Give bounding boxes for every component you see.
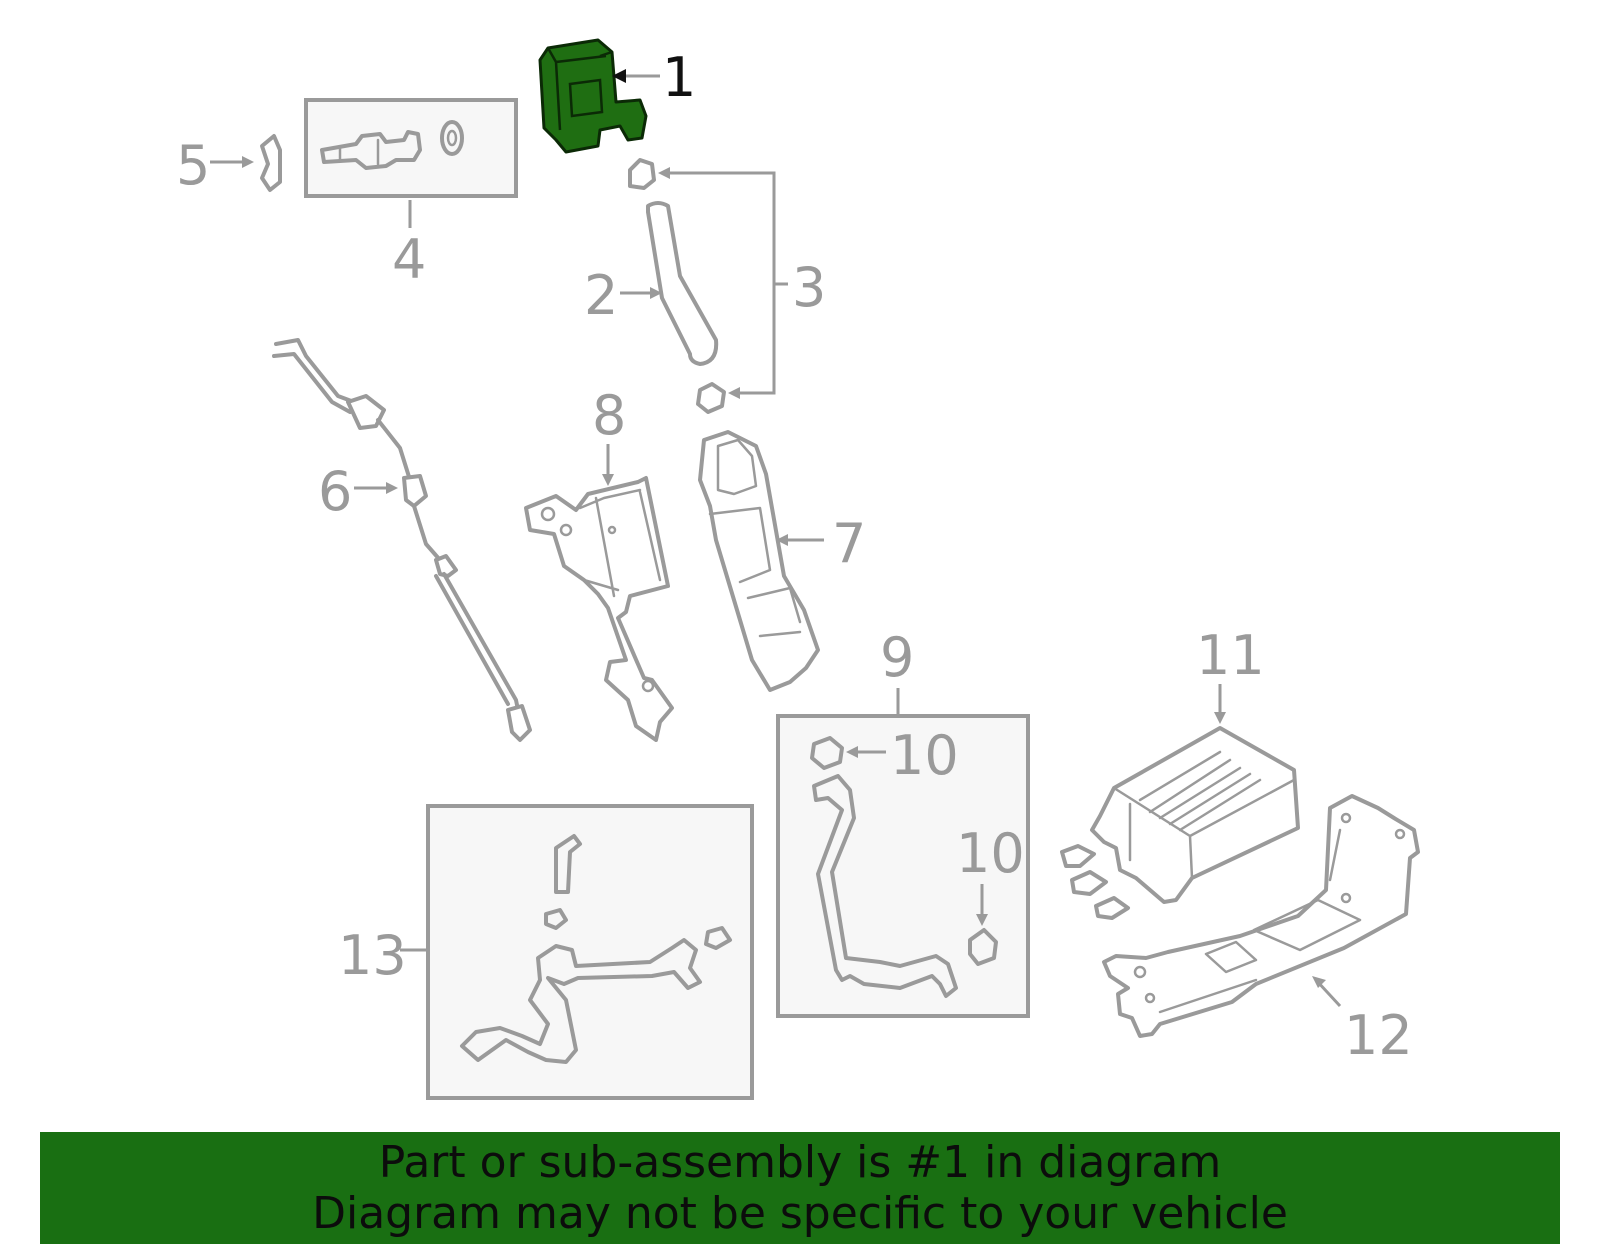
arrowhead-3b <box>728 387 740 399</box>
part-6-sensor[interactable] <box>272 338 532 742</box>
parts-diagram: 1 4 5 3 2 <box>176 38 1420 1100</box>
part-3-clamp-lower[interactable] <box>696 382 726 414</box>
arrowhead-5 <box>242 156 254 168</box>
callout-5: 5 <box>176 134 210 197</box>
callout-13: 13 <box>338 924 407 987</box>
callout-6: 6 <box>318 460 352 523</box>
part-8-bracket[interactable] <box>524 476 674 742</box>
banner-line-1: Part or sub-assembly is #1 in diagram <box>378 1137 1222 1188</box>
callout-8: 8 <box>592 384 626 447</box>
arrowhead-8 <box>602 474 614 486</box>
arrowhead-11 <box>1214 712 1226 724</box>
info-banner: Part or sub-assembly is #1 in diagram Di… <box>40 1132 1560 1244</box>
part-1-highlighted[interactable] <box>538 38 648 154</box>
arrowhead-12 <box>1312 976 1326 988</box>
callout-7: 7 <box>832 512 866 575</box>
part-13-hose-assembly[interactable] <box>460 834 732 1064</box>
part-3-clamp-upper[interactable] <box>628 158 656 190</box>
arrowhead-10b <box>976 914 988 926</box>
callout-10b: 10 <box>956 822 1025 885</box>
part-12-bracket[interactable] <box>1102 794 1420 1038</box>
banner-line-2: Diagram may not be specific to your vehi… <box>312 1188 1288 1239</box>
box-13 <box>426 804 754 1100</box>
part-9-hose[interactable] <box>812 774 958 998</box>
callout-12: 12 <box>1344 1004 1413 1067</box>
callout-3: 3 <box>792 256 826 319</box>
leader-3 <box>664 171 776 395</box>
part-2-hose[interactable] <box>646 201 719 366</box>
part-5[interactable] <box>260 134 282 192</box>
arrowhead-2 <box>650 287 662 299</box>
part-10-cap-lower[interactable] <box>968 928 998 966</box>
callout-11: 11 <box>1196 624 1265 687</box>
arrowhead-10a <box>846 746 858 758</box>
callout-10a: 10 <box>890 724 959 787</box>
part-7-duct[interactable] <box>698 430 820 692</box>
part-11-canister[interactable] <box>1060 726 1300 920</box>
callout-4: 4 <box>392 228 426 291</box>
arrowhead-1 <box>612 69 626 83</box>
part-10-cap-upper[interactable] <box>810 736 844 770</box>
arrowhead-7 <box>776 534 788 546</box>
arrowhead-3a <box>658 167 670 179</box>
callout-1: 1 <box>662 46 696 109</box>
callout-9: 9 <box>880 626 914 689</box>
part-4[interactable] <box>320 120 464 170</box>
arrowhead-6 <box>386 482 398 494</box>
callout-2: 2 <box>584 264 618 327</box>
